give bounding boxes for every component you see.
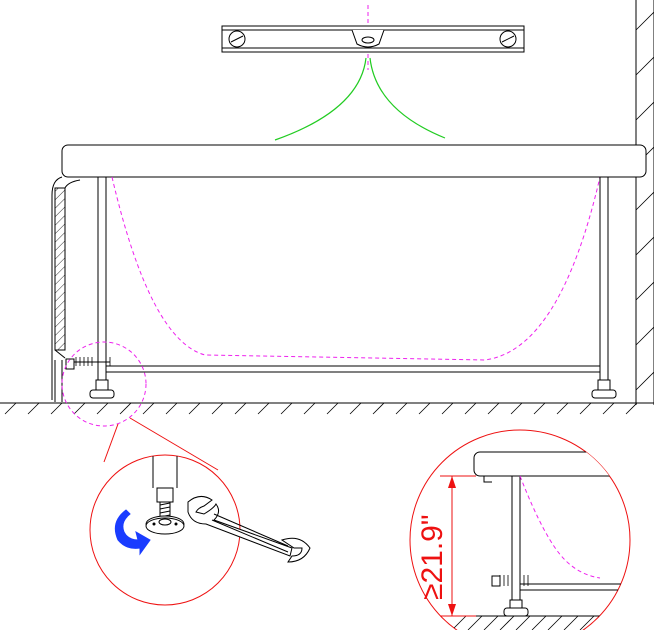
adjustable-foot-icon [89, 379, 617, 399]
detail-a-callout [61, 341, 219, 471]
bathtub-rim [61, 144, 647, 178]
tub-basin-hidden [111, 176, 601, 361]
floor [0, 402, 654, 415]
tub-frame [65, 177, 609, 380]
detail-b-height: ≥21.9" [409, 429, 631, 630]
spirit-level-icon [221, 5, 525, 70]
height-dimension-label: ≥21.9" [416, 514, 449, 600]
tub-apron [51, 176, 81, 402]
wall [635, 0, 654, 405]
level-indicator [274, 57, 446, 141]
detail-a-foot-adjustment [89, 454, 311, 606]
rotation-arrow-icon [114, 509, 151, 556]
height-dimension [440, 475, 476, 617]
wrench-icon [187, 496, 311, 563]
